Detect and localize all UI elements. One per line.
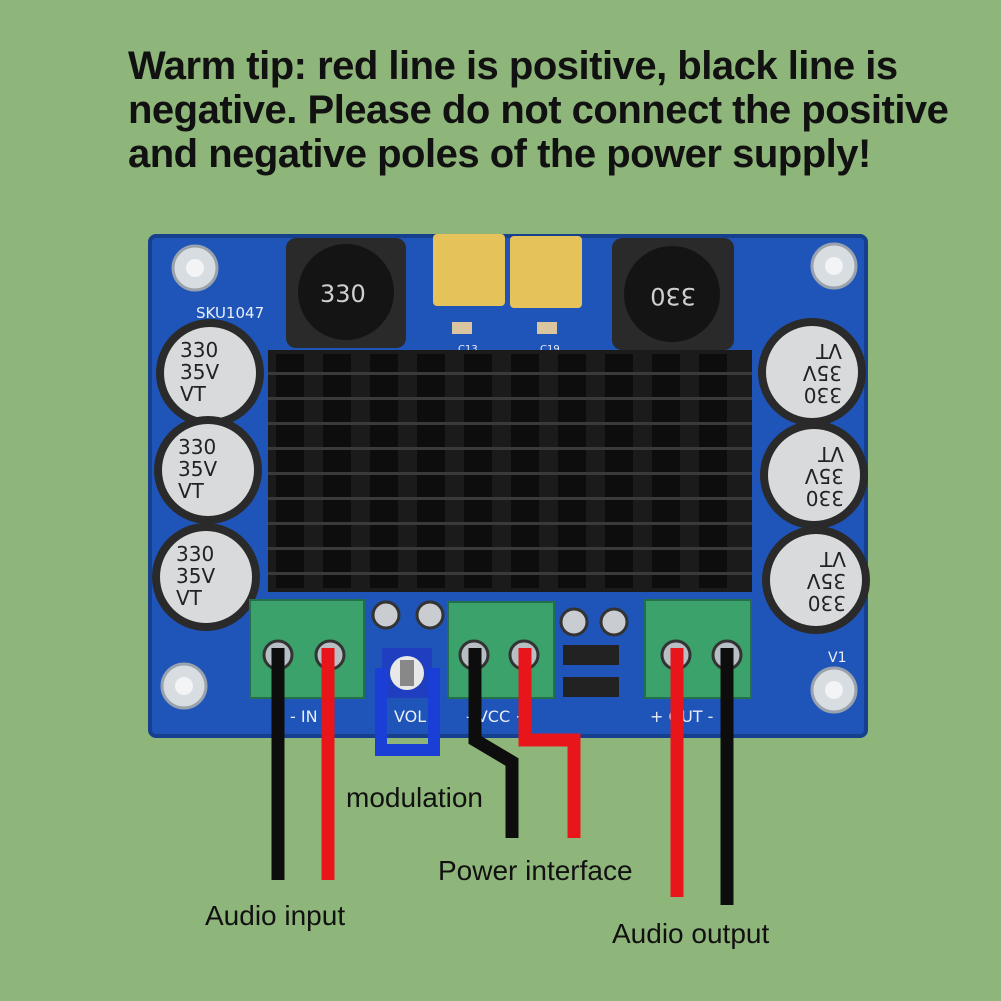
tip-line-2: negative. Please do not connect the posi… bbox=[128, 88, 949, 132]
heatsink-groove bbox=[268, 397, 752, 400]
inductor-right: 330 bbox=[612, 238, 734, 350]
heatsink-fin bbox=[323, 354, 351, 588]
heatsink-fin bbox=[699, 354, 727, 588]
svg-text:VT: VT bbox=[178, 479, 205, 503]
heatsink-groove bbox=[268, 497, 752, 500]
heatsink-fin bbox=[417, 354, 445, 588]
svg-text:C19: C19 bbox=[540, 344, 560, 355]
svg-text:330: 330 bbox=[178, 435, 216, 459]
silk-vol: VOL bbox=[394, 707, 426, 726]
heatsink-fin bbox=[558, 354, 586, 588]
label-audio-output: Audio output bbox=[612, 918, 770, 949]
warning-tip: Warm tip: red line is positive, black li… bbox=[128, 44, 988, 176]
heatsink-fin bbox=[370, 354, 398, 588]
heatsink-fin bbox=[464, 354, 492, 588]
heatsink-fin bbox=[652, 354, 680, 588]
inductor-left: 330 bbox=[286, 238, 406, 348]
silk-v1: V1 bbox=[828, 650, 846, 666]
svg-text:35V: 35V bbox=[178, 457, 217, 481]
label-modulation: modulation bbox=[346, 782, 483, 813]
sku-label: SKU1047 bbox=[196, 304, 264, 322]
svg-text:35V: 35V bbox=[805, 464, 844, 488]
svg-text:VT: VT bbox=[817, 442, 844, 466]
svg-text:VT: VT bbox=[176, 586, 203, 610]
svg-text:330: 330 bbox=[650, 282, 696, 310]
svg-text:35V: 35V bbox=[180, 360, 219, 384]
svg-text:330: 330 bbox=[808, 591, 846, 615]
mounting-holes bbox=[160, 242, 858, 714]
svg-text:330: 330 bbox=[320, 280, 366, 308]
electrolytic-capacitors-right: 330 35V VT 330 35V VT 330 35V VT bbox=[758, 318, 870, 634]
label-power-interface: Power interface bbox=[438, 855, 633, 886]
tip-line-1: Warm tip: red line is positive, black li… bbox=[128, 44, 898, 88]
heatsink-fin bbox=[276, 354, 304, 588]
wires bbox=[271, 648, 734, 905]
svg-text:330: 330 bbox=[806, 486, 844, 510]
heatsink-groove bbox=[268, 522, 752, 525]
svg-text:35V: 35V bbox=[803, 361, 842, 385]
heatsink-groove bbox=[268, 547, 752, 550]
film-capacitor bbox=[433, 234, 505, 306]
label-audio-input: Audio input bbox=[205, 900, 346, 931]
vol-wire bbox=[375, 668, 440, 756]
heatsink-groove bbox=[268, 447, 752, 450]
svg-text:VT: VT bbox=[819, 547, 846, 571]
heatsink-groove bbox=[268, 572, 752, 575]
heatsink-fin bbox=[605, 354, 633, 588]
svg-text:C13: C13 bbox=[458, 344, 478, 355]
heatsink-fin bbox=[511, 354, 539, 588]
tip-line-3: and negative poles of the power supply! bbox=[128, 132, 871, 176]
heatsink-groove bbox=[268, 372, 752, 375]
power-negative-wire bbox=[468, 648, 519, 838]
power-positive-wire bbox=[518, 648, 581, 838]
film-capacitor bbox=[510, 236, 582, 308]
heatsink bbox=[268, 350, 752, 592]
svg-text:330: 330 bbox=[176, 542, 214, 566]
svg-text:35V: 35V bbox=[176, 564, 215, 588]
silk-vcc: - VCC + bbox=[466, 707, 529, 726]
svg-text:35V: 35V bbox=[807, 569, 846, 593]
heatsink-groove bbox=[268, 422, 752, 425]
electrolytic-capacitors-left: 330 35V VT 330 35V VT 330 35V VT bbox=[152, 319, 264, 631]
heatsink-groove bbox=[268, 472, 752, 475]
svg-text:330: 330 bbox=[804, 383, 842, 407]
svg-text:330: 330 bbox=[180, 338, 218, 362]
svg-text:VT: VT bbox=[815, 339, 842, 363]
svg-text:VT: VT bbox=[180, 382, 207, 406]
